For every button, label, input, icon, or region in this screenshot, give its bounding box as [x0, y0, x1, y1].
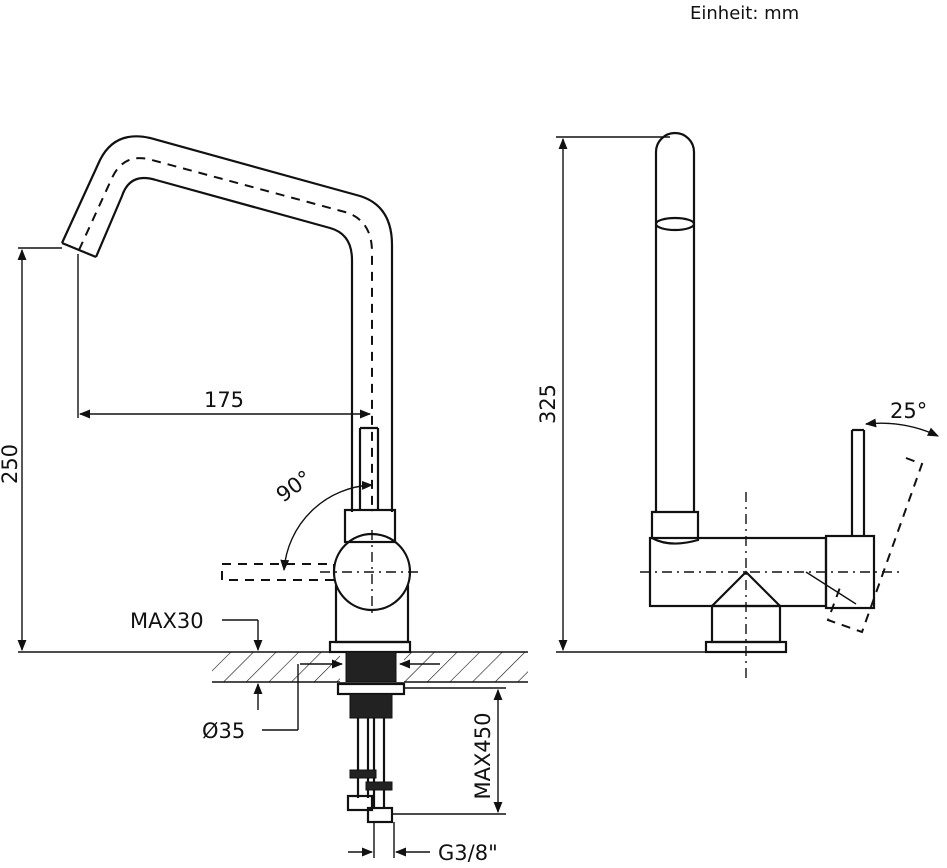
side-spout [650, 131, 700, 545]
swivel-angle-label: 90° [272, 466, 316, 507]
dimension-hose-length: MAX450 [392, 687, 506, 815]
dimension-total-height: 325 [536, 136, 706, 653]
height-label: 250 [0, 444, 22, 484]
spout [60, 135, 394, 512]
connection-label: G3/8" [438, 841, 498, 865]
total-height-label: 325 [536, 384, 560, 424]
front-view: 250 175 90° MAX30 Ø35 [0, 135, 528, 865]
mounting-parts [336, 651, 406, 824]
dimension-swivel: 90° [272, 466, 374, 572]
faucet-body [221, 426, 418, 654]
dimension-hole-diameter: Ø35 [202, 659, 440, 743]
side-body [640, 428, 924, 680]
dimension-lever-angle: 25° [864, 399, 940, 437]
dimension-connection: G3/8" [348, 822, 498, 865]
dimension-reach: 175 [77, 254, 372, 419]
reach-label: 175 [204, 388, 244, 412]
hole-diameter-label: Ø35 [202, 719, 245, 743]
max-thickness-label: MAX30 [130, 609, 204, 633]
lever-angle-label: 25° [890, 399, 927, 423]
dimension-height: 250 [0, 247, 212, 653]
unit-label: Einheit: mm [690, 3, 800, 24]
side-view: 325 25° [536, 131, 940, 680]
dimension-max-thickness: MAX30 [130, 609, 263, 710]
hose-length-label: MAX450 [471, 713, 495, 800]
